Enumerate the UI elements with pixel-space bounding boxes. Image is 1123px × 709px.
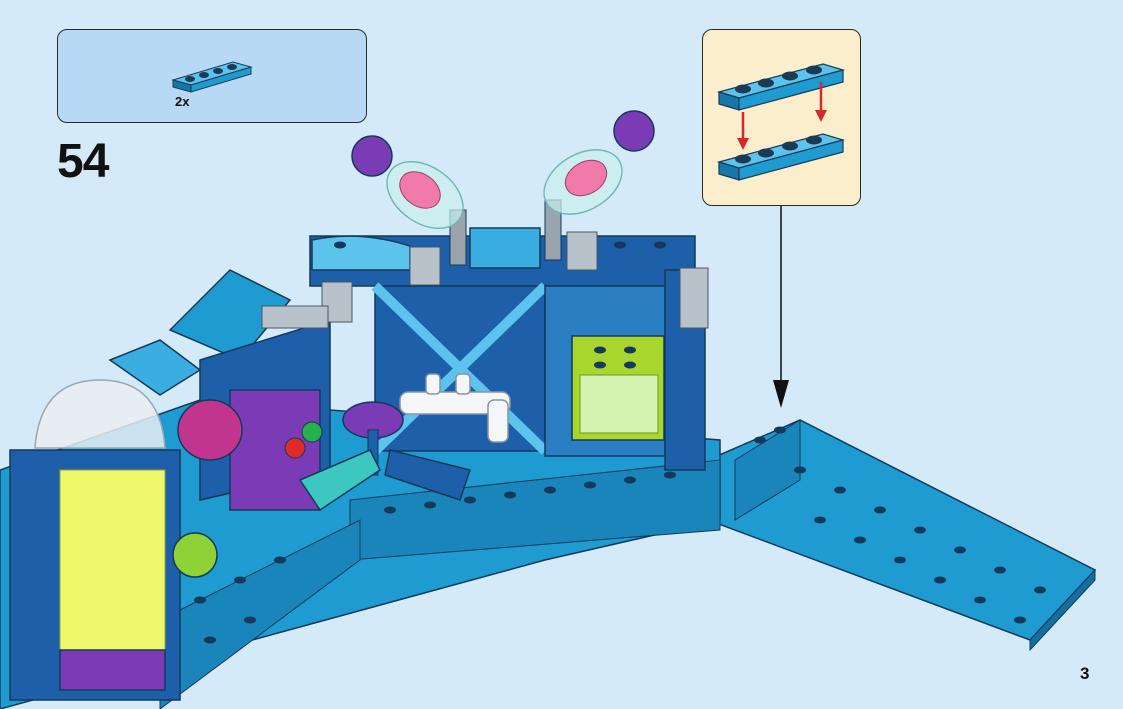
lime-screen-box [572, 336, 664, 440]
callout-pointer-arrow [773, 206, 789, 408]
right-floor-plate [708, 420, 1095, 650]
page-number: 3 [1080, 664, 1089, 684]
